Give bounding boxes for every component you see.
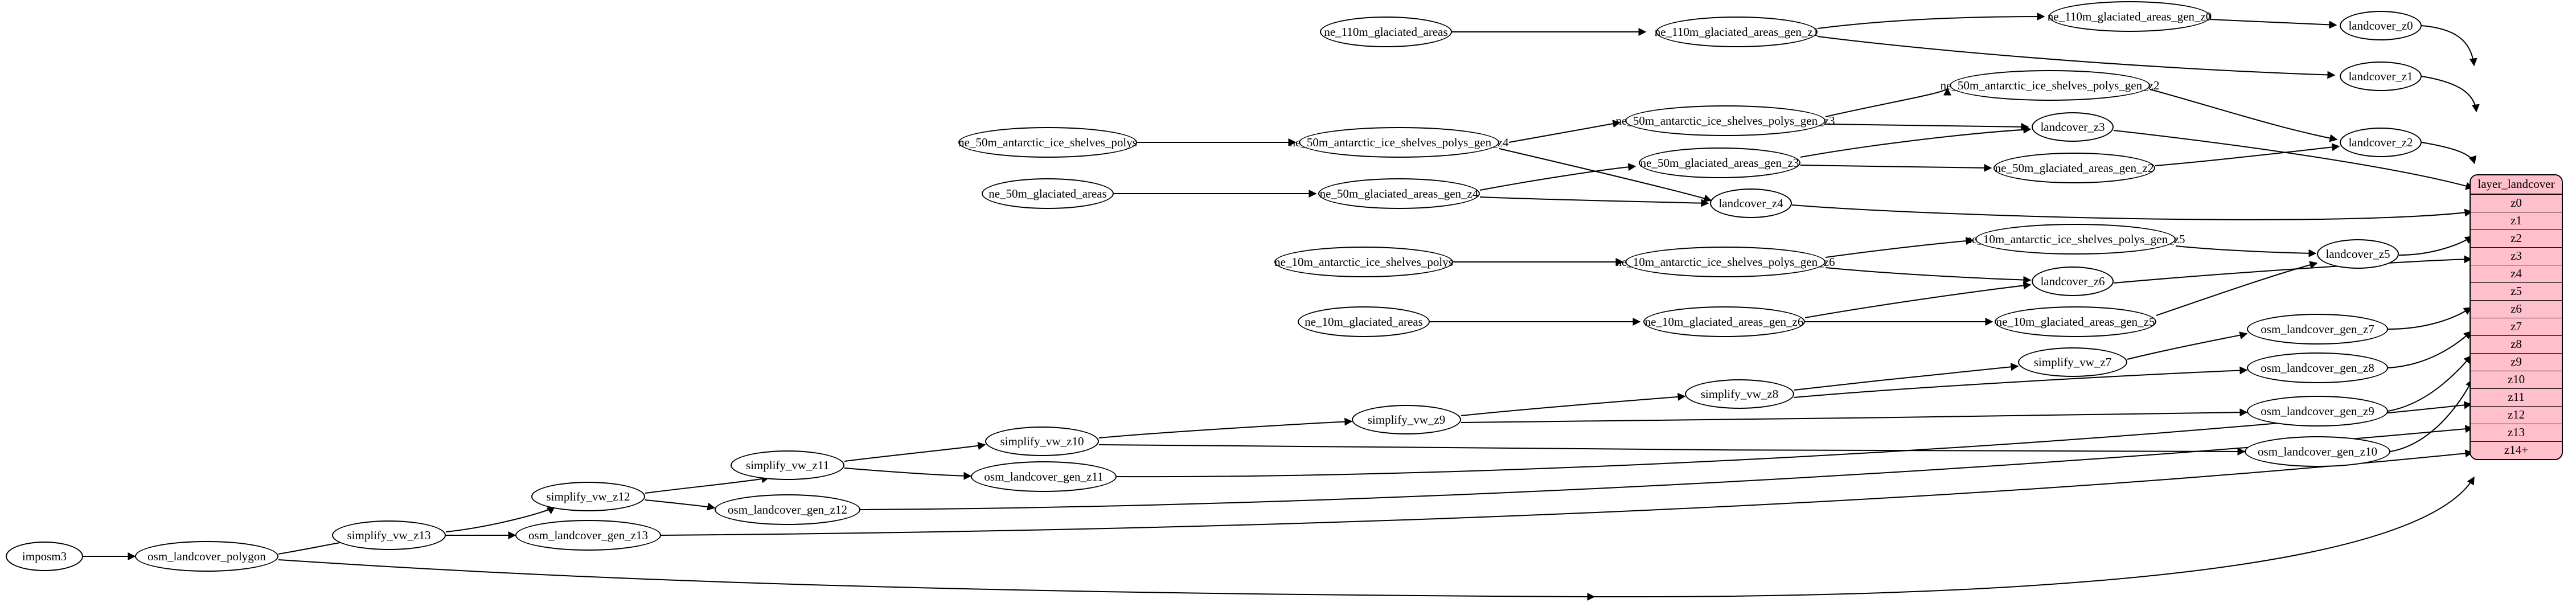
graph-node-label: ne_50m_antarctic_ice_shelves_polys_gen_z…	[1940, 78, 2160, 92]
record-row-z6[interactable]: z6	[2471, 301, 2562, 318]
graph-node-label: osm_landcover_gen_z11	[984, 469, 1104, 483]
graph-node-label: ne_10m_glaciated_areas_gen_z6	[1644, 314, 1804, 329]
record-row-z8[interactable]: z8	[2471, 336, 2562, 354]
record-row-z7[interactable]: z7	[2471, 318, 2562, 336]
record-row-z11[interactable]: z11	[2471, 389, 2562, 407]
graph-node-simplify_vw_z11[interactable]: simplify_vw_z11	[731, 450, 844, 480]
graph-node-ne_10m_antarctic_ice_shelves_polys[interactable]: ne_10m_antarctic_ice_shelves_polys	[1274, 247, 1453, 277]
record-row-z12[interactable]: z12	[2471, 407, 2562, 424]
graph-node-ne_10m_glaciated_areas_gen_z6[interactable]: ne_10m_glaciated_areas_gen_z6	[1643, 306, 1805, 337]
graph-node-ne_110m_glaciated_areas_gen_z1[interactable]: ne_110m_glaciated_areas_gen_z1	[1654, 17, 1819, 47]
graph-node-ne_10m_glaciated_areas[interactable]: ne_10m_glaciated_areas	[1298, 306, 1430, 337]
graph-node-osm_landcover_gen_z10[interactable]: osm_landcover_gen_z10	[2245, 436, 2390, 467]
graph-node-label: landcover_z6	[2040, 274, 2105, 288]
graph-node-label: ne_50m_antarctic_ice_shelves_polys	[958, 135, 1137, 149]
graph-node-osm_landcover_gen_z8[interactable]: osm_landcover_gen_z8	[2247, 352, 2388, 383]
record-row-z4[interactable]: z4	[2471, 265, 2562, 283]
graph-node-label: simplify_vw_z10	[1000, 434, 1084, 448]
graph-node-label: landcover_z0	[2348, 18, 2413, 32]
graph-node-imposm3[interactable]: imposm3	[6, 542, 83, 571]
graph-node-osm_landcover_polygon[interactable]: osm_landcover_polygon	[135, 541, 278, 572]
graph-node-ne_110m_glaciated_areas_gen_z0[interactable]: ne_110m_glaciated_areas_gen_z0	[2047, 1, 2212, 32]
record-row-z10[interactable]: z10	[2471, 371, 2562, 389]
graph-node-label: landcover_z3	[2040, 120, 2105, 134]
graph-node-osm_landcover_gen_z9[interactable]: osm_landcover_gen_z9	[2247, 396, 2388, 427]
graph-node-ne_10m_antarctic_ice_shelves_polys_gen_z5[interactable]: ne_10m_antarctic_ice_shelves_polys_gen_z…	[1966, 224, 2185, 255]
graph-node-simplify_vw_z10[interactable]: simplify_vw_z10	[985, 427, 1099, 456]
graph-node-label: osm_landcover_polygon	[147, 549, 266, 563]
graph-node-ne_50m_glaciated_areas_gen_z3[interactable]: ne_50m_glaciated_areas_gen_z3	[1639, 147, 1800, 178]
graph-node-label: osm_landcover_gen_z12	[728, 502, 847, 516]
graph-node-label: osm_landcover_gen_z13	[528, 528, 648, 542]
graph-node-label: osm_landcover_gen_z8	[2261, 360, 2374, 375]
graph-node-label: ne_50m_glaciated_areas_gen_z4	[1319, 186, 1479, 200]
graph-node-label: ne_50m_antarctic_ice_shelves_polys_gen_z…	[1615, 113, 1835, 128]
graph-node-osm_landcover_gen_z11[interactable]: osm_landcover_gen_z11	[971, 461, 1117, 492]
graph-node-ne_50m_antarctic_ice_shelves_polys_gen_z2[interactable]: ne_50m_antarctic_ice_shelves_polys_gen_z…	[1941, 70, 2159, 101]
graph-node-label: ne_50m_glaciated_areas_gen_z3	[1640, 155, 1799, 170]
graph-node-label: ne_110m_glaciated_areas_gen_z0	[2047, 9, 2212, 23]
graph-node-label: landcover_z5	[2325, 247, 2390, 261]
graph-node-label: ne_110m_glaciated_areas_gen_z1	[1654, 24, 1819, 39]
graph-node-ne_10m_antarctic_ice_shelves_polys_gen_z6[interactable]: ne_10m_antarctic_ice_shelves_polys_gen_z…	[1616, 247, 1835, 277]
graph-node-ne_50m_glaciated_areas_gen_z4[interactable]: ne_50m_glaciated_areas_gen_z4	[1318, 178, 1480, 209]
graph-node-label: ne_50m_glaciated_areas	[988, 186, 1107, 200]
graph-node-simplify_vw_z9[interactable]: simplify_vw_z9	[1352, 405, 1461, 434]
graph-node-ne_10m_glaciated_areas_gen_z5[interactable]: ne_10m_glaciated_areas_gen_z5	[1995, 306, 2156, 337]
graph-node-label: simplify_vw_z9	[1367, 412, 1446, 427]
graph-node-label: ne_10m_glaciated_areas	[1305, 314, 1423, 329]
graph-node-label: ne_10m_antarctic_ice_shelves_polys_gen_z…	[1966, 232, 2185, 246]
record-row-z1[interactable]: z1	[2471, 212, 2562, 230]
graph-node-label: imposm3	[22, 549, 67, 563]
graph-node-label: landcover_z1	[2348, 69, 2413, 83]
graph-node-label: simplify_vw_z13	[347, 528, 431, 542]
graph-node-landcover_z6[interactable]: landcover_z6	[2032, 266, 2114, 296]
graph-node-simplify_vw_z13[interactable]: simplify_vw_z13	[332, 520, 446, 550]
graph-node-landcover_z3[interactable]: landcover_z3	[2032, 112, 2114, 142]
graph-node-label: ne_110m_glaciated_areas	[1324, 24, 1448, 39]
graph-node-ne_50m_antarctic_ice_shelves_polys_gen_z3[interactable]: ne_50m_antarctic_ice_shelves_polys_gen_z…	[1616, 105, 1835, 136]
graph-node-landcover_z1[interactable]: landcover_z1	[2340, 61, 2422, 91]
graph-node-label: ne_10m_antarctic_ice_shelves_polys	[1274, 255, 1453, 269]
graph-node-simplify_vw_z8[interactable]: simplify_vw_z8	[1685, 379, 1794, 409]
graph-node-landcover_z4[interactable]: landcover_z4	[1710, 188, 1792, 218]
record-header: layer_landcover	[2471, 175, 2562, 195]
graph-node-osm_landcover_gen_z7[interactable]: osm_landcover_gen_z7	[2247, 314, 2388, 345]
record-row-z0[interactable]: z0	[2471, 195, 2562, 212]
graph-node-label: osm_landcover_gen_z7	[2261, 322, 2374, 336]
graph-node-ne_50m_glaciated_areas_gen_z2[interactable]: ne_50m_glaciated_areas_gen_z2	[1993, 153, 2155, 183]
graph-node-landcover_z5[interactable]: landcover_z5	[2317, 239, 2399, 269]
graph-node-landcover_z0[interactable]: landcover_z0	[2340, 11, 2422, 40]
graph-node-label: osm_landcover_gen_z10	[2258, 444, 2377, 458]
graph-node-label: landcover_z2	[2348, 135, 2413, 149]
record-row-z13[interactable]: z13	[2471, 424, 2562, 442]
graph-node-label: simplify_vw_z11	[745, 458, 830, 472]
graph-node-ne_50m_glaciated_areas[interactable]: ne_50m_glaciated_areas	[982, 178, 1114, 209]
graph-node-label: ne_10m_glaciated_areas_gen_z5	[1996, 314, 2155, 329]
graph-node-label: ne_10m_antarctic_ice_shelves_polys_gen_z…	[1615, 255, 1835, 269]
graph-node-label: ne_50m_glaciated_areas_gen_z2	[1995, 161, 2154, 175]
graph-node-osm_landcover_gen_z12[interactable]: osm_landcover_gen_z12	[715, 494, 860, 525]
graph-node-ne_50m_antarctic_ice_shelves_polys[interactable]: ne_50m_antarctic_ice_shelves_polys	[958, 127, 1137, 158]
record-row-z3[interactable]: z3	[2471, 248, 2562, 265]
graph-node-landcover_z2[interactable]: landcover_z2	[2340, 128, 2422, 157]
graph-node-simplify_vw_z12[interactable]: simplify_vw_z12	[531, 482, 645, 511]
graph-node-label: simplify_vw_z7	[2033, 355, 2112, 369]
graph-node-label: landcover_z4	[1718, 196, 1783, 210]
graph-node-label: osm_landcover_gen_z9	[2261, 404, 2374, 418]
record-row-z9[interactable]: z9	[2471, 354, 2562, 371]
graph-node-ne_110m_glaciated_areas[interactable]: ne_110m_glaciated_areas	[1320, 17, 1452, 47]
graph-node-osm_landcover_gen_z13[interactable]: osm_landcover_gen_z13	[515, 520, 661, 551]
graph-node-label: simplify_vw_z12	[546, 489, 630, 503]
record-row-z2[interactable]: z2	[2471, 230, 2562, 248]
record-row-z5[interactable]: z5	[2471, 283, 2562, 301]
record-row-z14plus[interactable]: z14+	[2471, 442, 2562, 459]
graph-node-label: ne_50m_antarctic_ice_shelves_polys_gen_z…	[1289, 135, 1509, 149]
graph-node-label: simplify_vw_z8	[1700, 387, 1779, 401]
graph-node-simplify_vw_z7[interactable]: simplify_vw_z7	[2018, 347, 2127, 377]
graph-node-ne_50m_antarctic_ice_shelves_polys_gen_z4[interactable]: ne_50m_antarctic_ice_shelves_polys_gen_z…	[1290, 127, 1508, 158]
